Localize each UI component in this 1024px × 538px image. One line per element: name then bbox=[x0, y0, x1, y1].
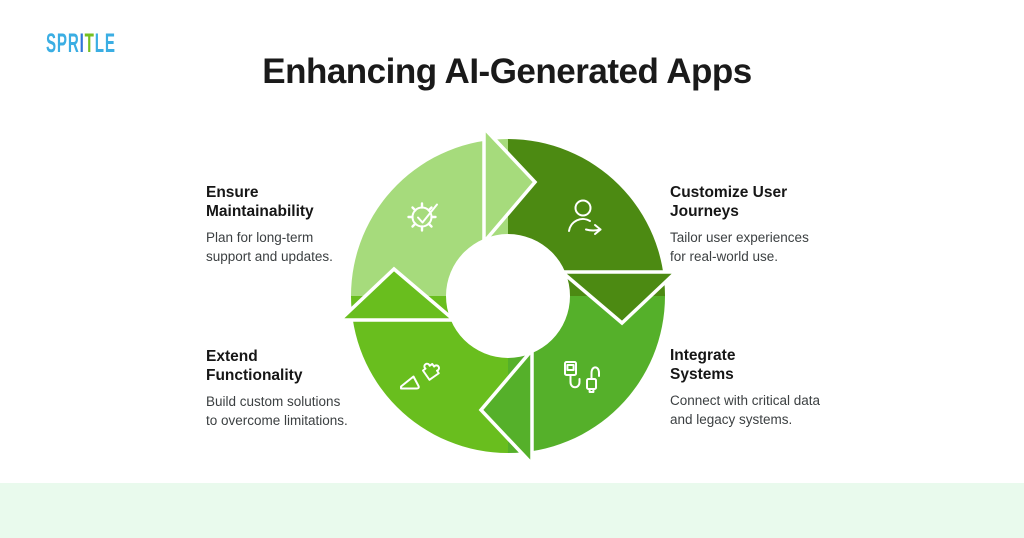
callout-body: Connect with critical data and legacy sy… bbox=[670, 393, 821, 427]
callout-heading: Extend Functionality bbox=[206, 348, 303, 384]
callout-body: Tailor user experiences for real-world u… bbox=[670, 230, 809, 264]
logo-letter: S bbox=[46, 28, 57, 58]
gear-check-icon bbox=[407, 202, 438, 232]
callout-heading: Ensure Maintainability bbox=[206, 184, 314, 220]
arrowhead-left bbox=[335, 266, 459, 322]
callout-integrate-systems: Integrate Systems Connect with critical … bbox=[670, 346, 855, 429]
spritle-logo: SPRITLE bbox=[46, 30, 116, 57]
callout-ensure-maintainability: Ensure Maintainability Plan for long-ter… bbox=[206, 183, 371, 266]
logo-letter: L bbox=[94, 28, 105, 58]
logo-letter: T bbox=[84, 28, 95, 58]
page-title: Enhancing AI-Generated Apps bbox=[262, 52, 752, 91]
sector-top-right bbox=[508, 139, 665, 296]
sector-top-left bbox=[351, 139, 508, 296]
cycle-diagram bbox=[335, 123, 681, 469]
logo-letter: R bbox=[67, 28, 80, 58]
arrowhead-bottom bbox=[478, 345, 534, 469]
cable-icon bbox=[564, 361, 600, 393]
callout-body: Plan for long-term support and updates. bbox=[206, 230, 333, 264]
arrowhead-right bbox=[557, 270, 681, 326]
callout-body: Build custom solutions to overcome limit… bbox=[206, 394, 348, 428]
cycle-arrowheads bbox=[335, 123, 681, 469]
arrowhead-top bbox=[482, 123, 538, 247]
puzzle-hand-icon bbox=[400, 362, 440, 390]
sector-bottom-left bbox=[351, 296, 508, 453]
cycle-sectors bbox=[351, 139, 665, 453]
sector-bottom-right bbox=[508, 296, 665, 453]
user-journey-icon bbox=[568, 199, 602, 235]
logo-letter: P bbox=[56, 28, 68, 58]
logo-letter: I bbox=[79, 28, 85, 58]
footer-bar bbox=[0, 483, 1024, 538]
callout-heading: Customize User Journeys bbox=[670, 184, 788, 220]
logo-letter: E bbox=[104, 28, 116, 58]
callout-extend-functionality: Extend Functionality Build custom soluti… bbox=[206, 347, 371, 430]
callout-customize-user-journeys: Customize User Journeys Tailor user expe… bbox=[670, 183, 850, 266]
callout-heading: Integrate Systems bbox=[670, 347, 736, 383]
